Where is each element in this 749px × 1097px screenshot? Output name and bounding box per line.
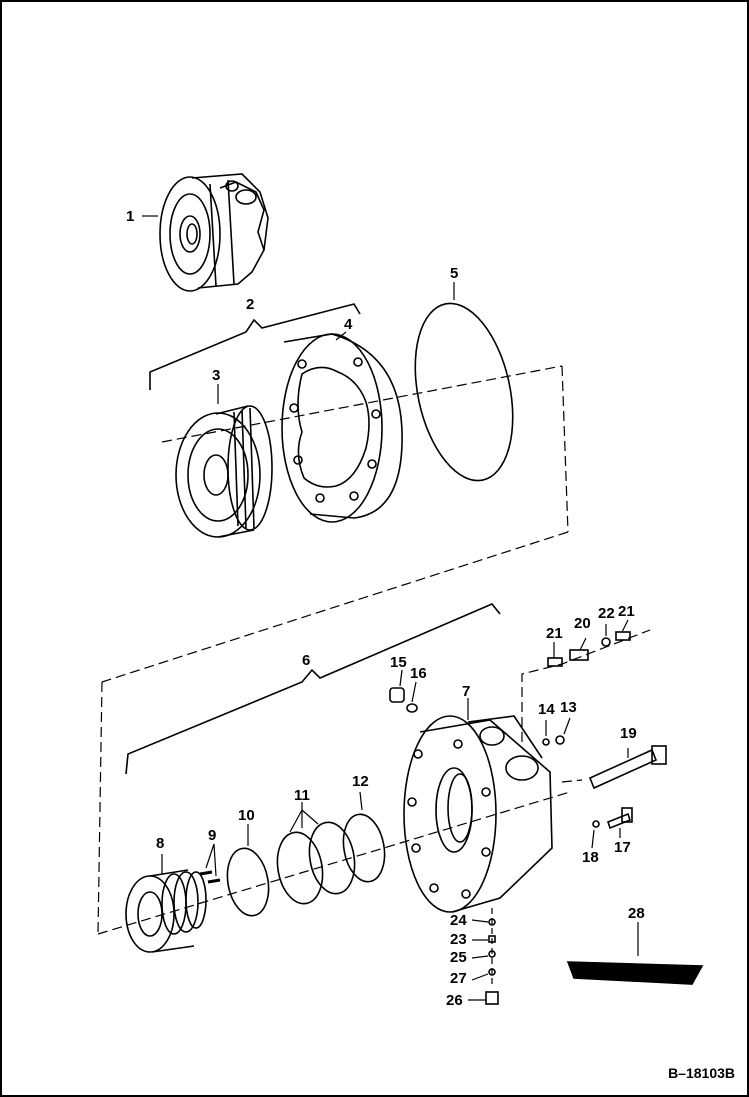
rotor-gear-icon [175,405,273,538]
bracket-6 [125,603,501,775]
callout-3: 3 [212,367,221,384]
callout-22: 22 [598,605,615,622]
callout-5: 5 [450,265,459,282]
callout-4: 4 [344,316,353,333]
callout-23: 23 [450,931,467,948]
stator-ring-icon [281,333,403,523]
motor-assembly-icon [159,173,269,292]
callout-15: 15 [390,654,407,671]
bracket-2 [149,303,361,390]
callout-21-right: 21 [618,603,635,620]
callout-19: 19 [620,725,637,742]
callout-6: 6 [302,652,311,669]
callout-17: 17 [614,839,631,856]
callout-20: 20 [574,615,591,632]
callout-9: 9 [208,827,217,844]
callout-8: 8 [156,835,165,852]
callout-1: 1 [126,208,135,225]
callout-27: 27 [450,970,467,987]
callout-2: 2 [246,296,255,313]
seal-ring-icon [414,302,514,482]
shaft-bearing-icon [125,869,207,953]
callout-11: 11 [294,787,310,804]
callout-13: 13 [560,699,577,716]
callout-28: 28 [628,905,645,922]
callout-26: 26 [446,992,463,1009]
callout-21-left: 21 [546,625,563,642]
housing-icon [403,715,553,913]
figure-reference: B–18103B [668,1065,735,1081]
callout-16: 16 [410,665,427,682]
callout-25: 25 [450,949,467,966]
callout-24: 24 [450,912,467,929]
callout-7: 7 [462,683,471,700]
callout-12: 12 [352,773,369,790]
callout-18: 18 [582,849,599,866]
callout-14: 14 [538,701,555,718]
callout-10: 10 [238,807,255,824]
